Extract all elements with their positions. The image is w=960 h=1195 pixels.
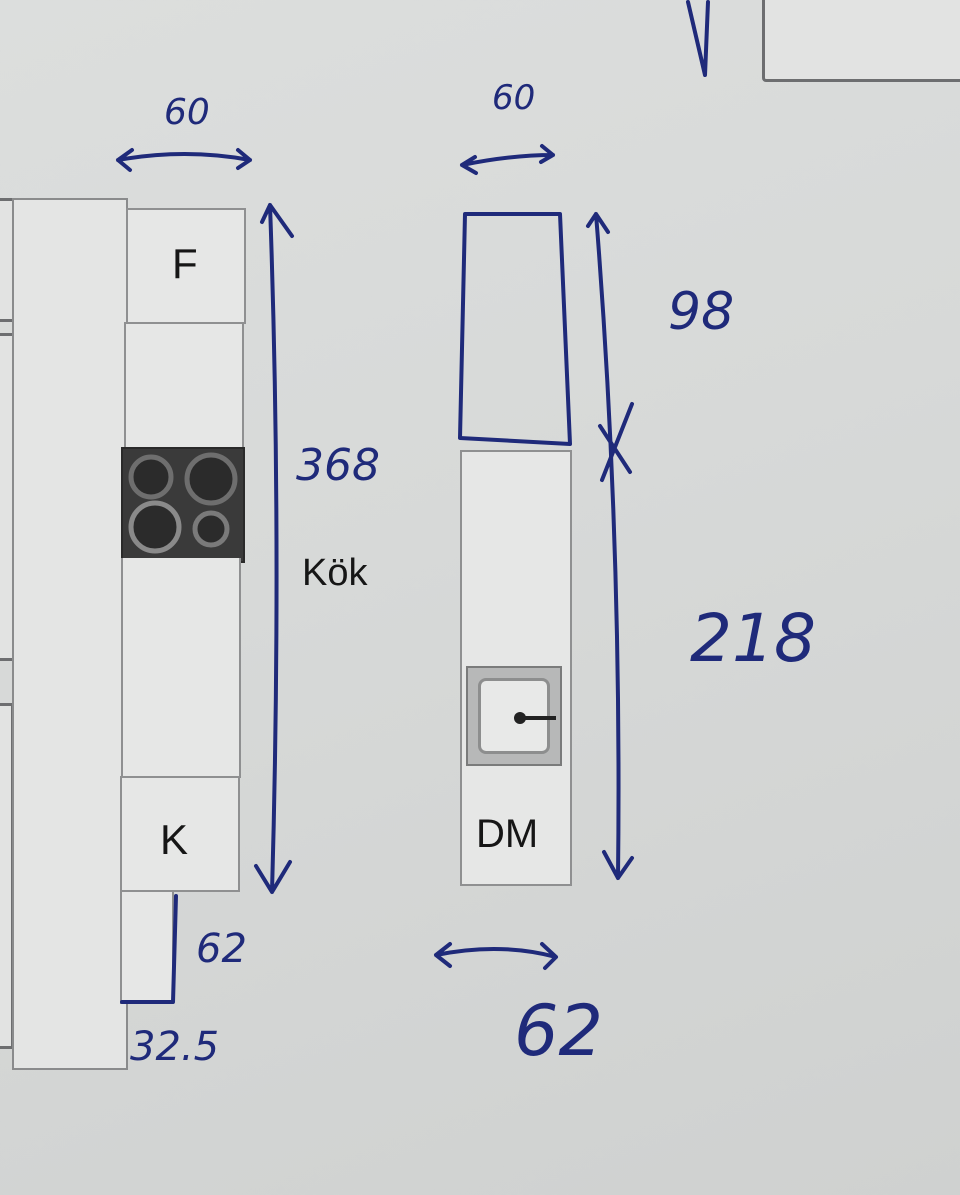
upper-height-note: 98 (668, 282, 735, 342)
upper-cabinet-sketch (458, 212, 572, 446)
lower-length-note: 218 (690, 600, 816, 677)
cross-tick-icon (598, 402, 634, 482)
sink-drain-icon (514, 712, 526, 724)
depth-bracket-icon (120, 894, 178, 1004)
cooler-module: K (120, 776, 240, 892)
right-width-note: 60 (492, 78, 536, 118)
hob-burners (128, 452, 238, 554)
left-width-arrow-icon (116, 148, 252, 172)
left-counter-strip (12, 198, 128, 1070)
fridge-module: F (126, 208, 246, 324)
cabinet-lower (121, 558, 241, 778)
bottom-width-note: 62 (514, 990, 604, 1072)
dishwasher-label: DM (476, 812, 539, 856)
bottom-width-arrow-icon (434, 942, 558, 970)
fridge-label: F (172, 240, 198, 287)
wall-fragment-top-right (762, 0, 960, 82)
left-offset-note: 32.5 (130, 1024, 220, 1070)
sink (466, 666, 562, 766)
left-depth-note: 62 (196, 926, 247, 972)
left-length-note: 368 (296, 440, 380, 491)
right-length-arrow-icon (586, 212, 634, 880)
left-length-arrow-icon (254, 203, 294, 894)
arrow-top-icon (686, 0, 710, 77)
right-width-arrow-icon (460, 144, 555, 175)
cooler-label: K (160, 816, 189, 863)
room-label: Kök (302, 552, 368, 594)
cabinet-upper (124, 322, 244, 450)
left-width-note: 60 (164, 92, 210, 133)
hob (121, 447, 245, 563)
sink-tap-icon (522, 716, 556, 720)
